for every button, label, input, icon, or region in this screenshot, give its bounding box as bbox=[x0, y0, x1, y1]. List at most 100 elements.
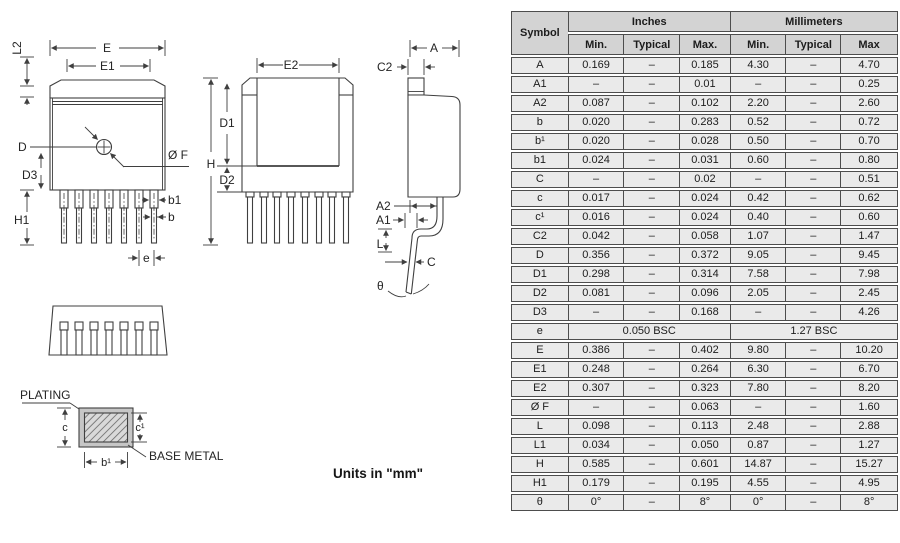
symbol-cell: C2 bbox=[511, 228, 568, 245]
mm-span-cell: 1.27 BSC bbox=[729, 323, 898, 340]
value-cell: – bbox=[785, 437, 841, 454]
value-cell: – bbox=[729, 399, 786, 416]
value-cell: – bbox=[785, 76, 841, 93]
dim-label-A2: A2 bbox=[376, 199, 391, 213]
front-view-drawing: E E1 L2 D bbox=[10, 40, 189, 266]
symbol-cell: D2 bbox=[511, 285, 568, 302]
value-cell: 0.01 bbox=[679, 76, 730, 93]
h-dimension: H bbox=[203, 77, 218, 246]
value-cell: 0.80 bbox=[840, 152, 898, 169]
front-leads bbox=[59, 189, 159, 244]
value-cell: – bbox=[623, 285, 680, 302]
value-cell: 0.024 bbox=[567, 152, 624, 169]
value-cell: 2.45 bbox=[840, 285, 898, 302]
header-millimeters: Millimeters bbox=[729, 11, 898, 32]
value-cell: 0.168 bbox=[679, 304, 730, 321]
value-cell: 4.26 bbox=[840, 304, 898, 321]
e1-width-dimension: E1 bbox=[66, 59, 151, 73]
value-cell: 0.185 bbox=[679, 57, 730, 74]
value-cell: 0.40 bbox=[729, 209, 786, 226]
c1-section-dimension: c¹ bbox=[131, 412, 147, 443]
value-cell: – bbox=[623, 494, 680, 511]
value-cell: – bbox=[785, 95, 841, 112]
dim-label-A: A bbox=[430, 41, 438, 55]
value-cell: – bbox=[623, 475, 680, 492]
value-cell: 0.195 bbox=[679, 475, 730, 492]
value-cell: 4.55 bbox=[729, 475, 786, 492]
dim-label-L: L bbox=[377, 237, 384, 251]
value-cell: – bbox=[785, 494, 841, 511]
value-cell: – bbox=[785, 361, 841, 378]
dim-label-E1: E1 bbox=[100, 59, 115, 73]
value-cell: 0.42 bbox=[729, 190, 786, 207]
value-cell: 0.096 bbox=[679, 285, 730, 302]
inches-span-cell: 0.050 BSC bbox=[567, 323, 730, 340]
front-tab-outline bbox=[49, 79, 166, 98]
dim-label-L2: L2 bbox=[10, 41, 24, 55]
front-body-outline bbox=[49, 97, 166, 191]
value-cell: 6.30 bbox=[729, 361, 786, 378]
value-cell: 0.52 bbox=[729, 114, 786, 131]
value-cell: – bbox=[785, 304, 841, 321]
value-cell: – bbox=[623, 133, 680, 150]
header-typical-inches: Typical bbox=[623, 34, 680, 55]
symbol-cell: b¹ bbox=[511, 133, 568, 150]
value-cell: – bbox=[623, 190, 680, 207]
value-cell: 1.27 bbox=[840, 437, 898, 454]
value-cell: – bbox=[623, 456, 680, 473]
value-cell: 0.601 bbox=[679, 456, 730, 473]
value-cell: – bbox=[785, 342, 841, 359]
value-cell: 0.50 bbox=[729, 133, 786, 150]
symbol-cell: E2 bbox=[511, 380, 568, 397]
e-width-dimension: E bbox=[49, 40, 166, 56]
table-row: C––0.02––0.51 bbox=[511, 171, 898, 188]
symbol-cell: L bbox=[511, 418, 568, 435]
value-cell: 7.58 bbox=[729, 266, 786, 283]
value-cell: 0.87 bbox=[729, 437, 786, 454]
hole-diameter-callout: Ø F bbox=[110, 148, 189, 168]
value-cell: – bbox=[729, 171, 786, 188]
value-cell: – bbox=[785, 247, 841, 264]
header-max-inches: Max. bbox=[679, 34, 730, 55]
value-cell: – bbox=[623, 95, 680, 112]
side-view-drawing: A C2 A2 bbox=[376, 40, 461, 298]
value-cell: – bbox=[623, 380, 680, 397]
dim-label-A1: A1 bbox=[376, 213, 391, 227]
dim-label-e: e bbox=[143, 251, 150, 265]
value-cell: – bbox=[729, 76, 786, 93]
value-cell: 4.30 bbox=[729, 57, 786, 74]
value-cell: – bbox=[623, 152, 680, 169]
plating-label: PLATING bbox=[20, 388, 70, 402]
units-note: Units in "mm" bbox=[333, 466, 424, 481]
b1-section-dimension: b¹ bbox=[84, 452, 128, 469]
value-cell: 14.87 bbox=[729, 456, 786, 473]
c-section-dimension: c bbox=[57, 407, 71, 448]
value-cell: – bbox=[785, 285, 841, 302]
value-cell: 0.179 bbox=[567, 475, 624, 492]
mounting-hole bbox=[84, 126, 113, 156]
d1-dimension: D1 bbox=[219, 83, 235, 165]
value-cell: 9.05 bbox=[729, 247, 786, 264]
value-cell: 2.05 bbox=[729, 285, 786, 302]
table-row: D3––0.168––4.26 bbox=[511, 304, 898, 321]
value-cell: 0.264 bbox=[679, 361, 730, 378]
value-cell: 0.70 bbox=[840, 133, 898, 150]
value-cell: – bbox=[785, 133, 841, 150]
value-cell: – bbox=[623, 361, 680, 378]
side-lead bbox=[405, 197, 444, 295]
value-cell: 9.45 bbox=[840, 247, 898, 264]
b1-callout: b1 bbox=[142, 193, 182, 207]
value-cell: – bbox=[567, 171, 624, 188]
value-cell: 2.48 bbox=[729, 418, 786, 435]
dim-label-E2: E2 bbox=[284, 58, 299, 72]
dim-label-c: c bbox=[62, 422, 68, 434]
